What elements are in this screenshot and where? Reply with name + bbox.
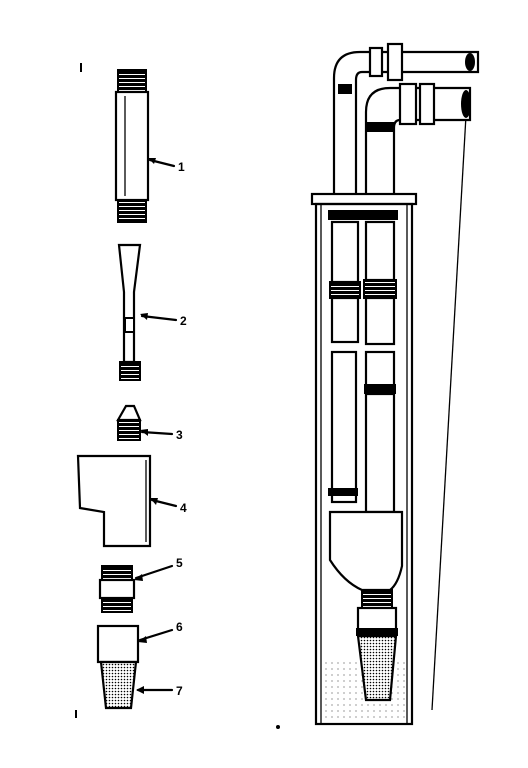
callout-label-1: 1 <box>178 160 185 174</box>
upper-pipe-elbow <box>332 42 480 200</box>
callout-label-6: 6 <box>176 620 183 634</box>
callout-label-3: 3 <box>176 428 183 442</box>
print-dot <box>276 725 280 729</box>
callout-label-5: 5 <box>176 556 183 570</box>
callout-label-7: 7 <box>176 684 183 698</box>
drop-pipes <box>328 210 398 514</box>
well-casing <box>314 202 414 726</box>
callout-leader-3 <box>140 429 174 436</box>
margin-mark-top <box>80 63 82 72</box>
callout-leader-5 <box>134 564 174 581</box>
callout-leader-1 <box>148 158 176 168</box>
callout-leader-7 <box>136 686 174 694</box>
callout-leader-4 <box>150 498 178 508</box>
margin-mark-bottom <box>75 710 77 718</box>
callout-label-4: 4 <box>180 501 187 515</box>
lower-pipe-elbow <box>364 82 472 200</box>
callout-label-2: 2 <box>180 314 187 328</box>
callout-leader-6 <box>138 628 174 643</box>
part-1-extension-pipe-icon <box>114 69 150 223</box>
callout-leader-2 <box>140 313 178 322</box>
part-4-jet-body-icon <box>76 454 152 548</box>
casing-cap <box>310 192 418 206</box>
part-3-nozzle-icon <box>116 404 142 441</box>
part-6-coupling-icon <box>96 624 140 664</box>
installed-jet-body <box>328 510 404 702</box>
part-7-strainer-icon <box>99 660 138 710</box>
guide-line <box>431 97 468 711</box>
part-5-pipe-nipple-icon <box>98 565 136 613</box>
installed-strainer <box>356 634 398 702</box>
part-2-venturi-tube-icon <box>117 243 142 381</box>
well-casing-jet-assembly-icon <box>310 42 480 726</box>
